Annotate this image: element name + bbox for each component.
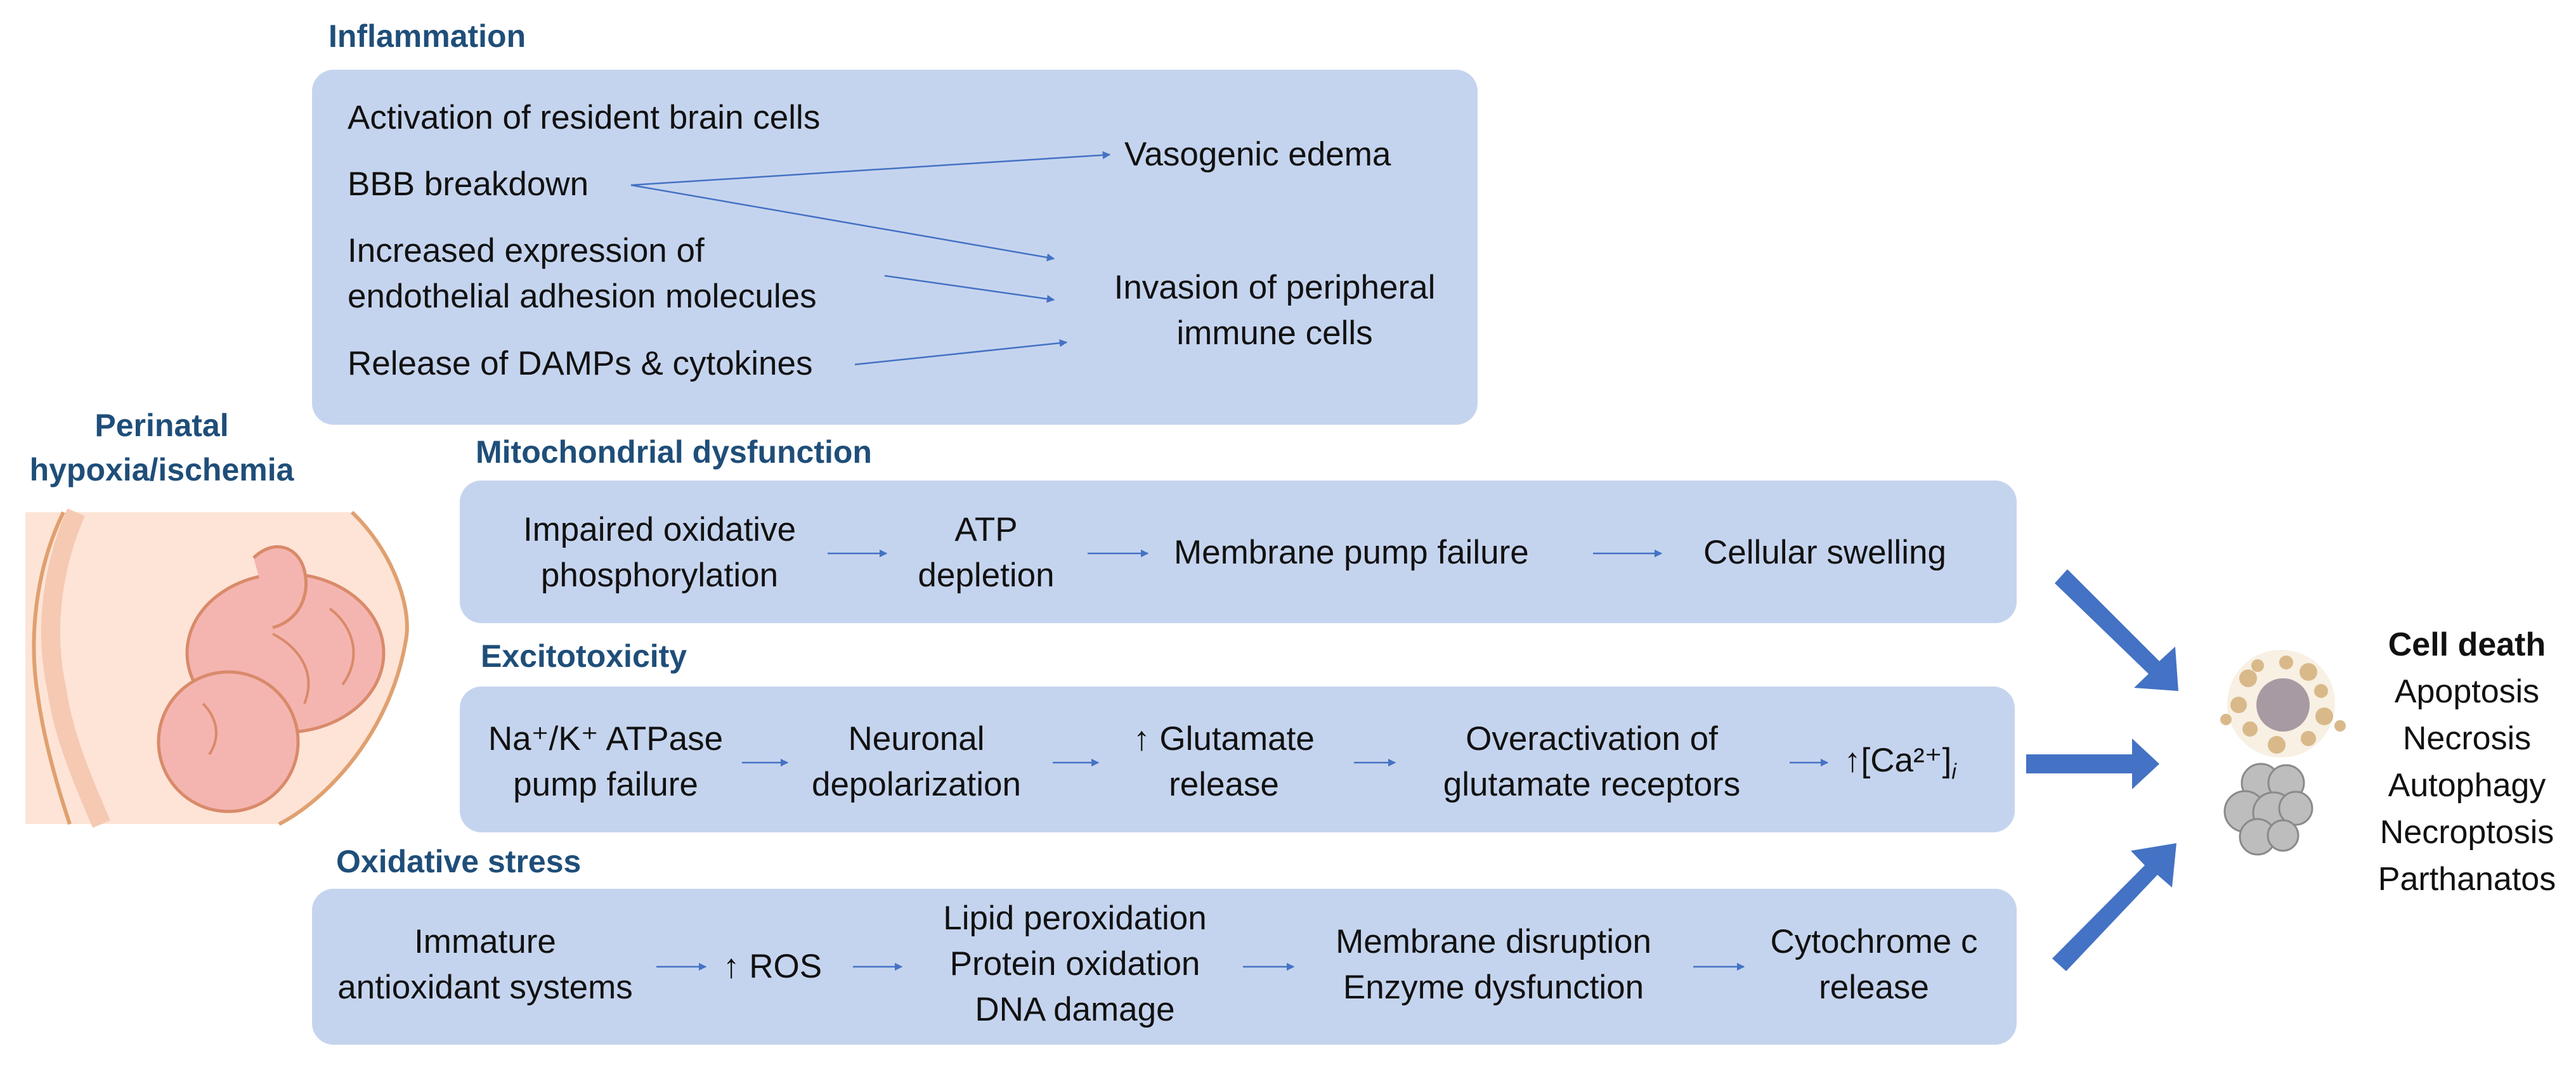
mito-step-atp-line-2: depletion [918, 557, 1055, 594]
mito-step-impaired-line-1: Impaired oxidative [523, 511, 797, 548]
excito-step-pump-line-1: Na⁺/K⁺ ATPase [488, 720, 724, 758]
side-label-line-1: Perinatal [94, 408, 229, 443]
calcium-subscript: i [1951, 759, 1956, 784]
invasion-label-line-2: immune cells [1176, 314, 1373, 352]
invasion-label-line-1: Invasion of peripheral [1114, 269, 1436, 306]
pregnant-abdomen-fetus-illustration [25, 508, 409, 828]
oxid-step-disruption-line-1: Membrane disruption [1336, 923, 1651, 960]
big-arrow-from-oxid [2052, 843, 2176, 971]
oxid-heading: Oxidative stress [336, 844, 582, 879]
invasion-label: Invasion of peripheral immune cells [1091, 265, 1459, 356]
inflammation-item-adhesion-line-2: endothelial adhesion molecules [348, 278, 817, 315]
cell-death-title: Cell death [2388, 626, 2546, 663]
inflammation-arrows [630, 151, 1111, 366]
oxid-step-antioxidant: Immature antioxidant systems [320, 919, 650, 1010]
mito-heading: Mitochondrial dysfunction [476, 434, 872, 470]
oxid-step-damage-line-2: Protein oxidation [949, 945, 1200, 983]
mito-step-pump: Membrane pump failure [1174, 534, 1529, 571]
excito-step-glutamate: ↑ Glutamate release [1100, 716, 1348, 808]
inflammation-item-damps: Release of DAMPs & cytokines [348, 345, 813, 382]
inflammation-heading: Inflammation [329, 18, 526, 54]
excito-step-calcium: ↑[Ca²⁺]i [1844, 738, 1956, 795]
vasogenic-edema-label: Vasogenic edema [1124, 136, 1391, 173]
calcium-label: ↑[Ca²⁺] [1844, 742, 1952, 779]
mito-step-atp: ATP depletion [888, 507, 1084, 598]
oxid-step-cytochrome: Cytochrome c release [1753, 919, 1994, 1010]
oxid-step-damage-line-1: Lipid peroxidation [943, 900, 1207, 937]
excito-step-receptors: Overactivation of glutamate receptors [1405, 716, 1779, 808]
inflammation-item-activation: Activation of resident brain cells [348, 99, 821, 136]
side-label-line-2: hypoxia/ischemia [29, 452, 294, 487]
mito-step-atp-line-1: ATP [954, 511, 1018, 548]
necrotic-cell-icon [2223, 763, 2313, 856]
oxid-step-damage: Lipid peroxidation Protein oxidation DNA… [913, 896, 1237, 1033]
big-arrow-from-excito [2026, 739, 2159, 789]
mito-step-impaired-line-2: phosphorylation [540, 557, 779, 594]
oxid-step-antioxidant-line-1: Immature [414, 923, 556, 960]
oxid-step-damage-line-3: DNA damage [975, 991, 1175, 1028]
excito-step-receptors-line-1: Overactivation of [1466, 720, 1718, 758]
excito-step-pump: Na⁺/K⁺ ATPase pump failure [472, 716, 739, 808]
oxid-step-cytochrome-line-1: Cytochrome c [1770, 923, 1978, 960]
excito-step-pump-line-2: pump failure [513, 766, 698, 803]
inflammation-item-adhesion-line-1: Increased expression of [348, 232, 705, 269]
cell-death-apoptosis: Apoptosis [2394, 673, 2540, 710]
big-arrows [2026, 569, 2178, 971]
oxid-step-disruption: Membrane disruption Enzyme dysfunction [1303, 919, 1684, 1010]
apoptotic-cell-icon [2220, 650, 2346, 758]
cell-death-necrosis: Necrosis [2402, 720, 2532, 757]
perinatal-hypoxia-label: Perinatal hypoxia/ischemia [25, 403, 298, 492]
excito-step-glutamate-line-1: ↑ Glutamate [1133, 720, 1315, 758]
oxid-step-ros: ↑ ROS [723, 948, 823, 985]
cell-death-necroptosis: Necroptosis [2379, 814, 2554, 851]
excito-heading: Excitotoxicity [481, 638, 687, 674]
excito-box [460, 687, 2015, 832]
oxid-step-antioxidant-line-2: antioxidant systems [337, 969, 633, 1006]
inflammation-item-bbb: BBB breakdown [348, 165, 589, 203]
mito-step-impaired: Impaired oxidative phosphorylation [488, 507, 831, 598]
mito-step-swelling: Cellular swelling [1703, 534, 1946, 571]
excito-step-depolarization-line-1: Neuronal [848, 720, 985, 758]
inflammation-box [312, 70, 1478, 425]
oxid-step-disruption-line-2: Enzyme dysfunction [1343, 969, 1644, 1006]
excito-step-depolarization: Neuronal depolarization [790, 716, 1043, 808]
cell-death-list: Cell death Apoptosis Necrosis Autophagy … [2372, 621, 2562, 903]
cell-death-parthanatos: Parthanatos [2378, 861, 2556, 898]
oxid-step-cytochrome-line-2: release [1819, 969, 1929, 1006]
mito-box [460, 481, 2017, 623]
excito-step-receptors-line-2: glutamate receptors [1443, 766, 1741, 803]
excito-step-depolarization-line-2: depolarization [811, 766, 1021, 803]
cell-death-autophagy: Autophagy [2388, 767, 2546, 804]
excito-step-glutamate-line-2: release [1169, 766, 1279, 803]
big-arrow-from-mito [2055, 569, 2178, 691]
